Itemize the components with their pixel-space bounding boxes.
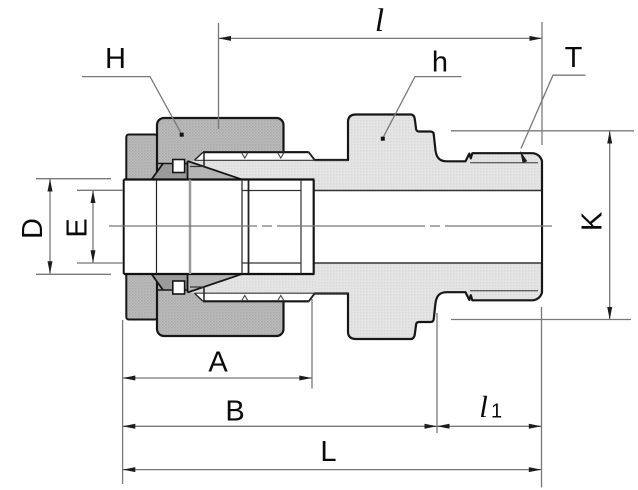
svg-text:l: l bbox=[479, 389, 488, 424]
svg-text:T: T bbox=[565, 42, 583, 74]
svg-text:1: 1 bbox=[491, 401, 502, 423]
svg-text:L: L bbox=[320, 436, 336, 468]
svg-text:l: l bbox=[375, 3, 384, 39]
svg-text:B: B bbox=[225, 396, 244, 428]
svg-text:E: E bbox=[62, 218, 94, 237]
svg-text:D: D bbox=[17, 218, 49, 239]
svg-text:H: H bbox=[105, 43, 126, 75]
svg-text:A: A bbox=[208, 347, 228, 379]
svg-text:h: h bbox=[432, 47, 448, 79]
svg-text:K: K bbox=[577, 211, 609, 231]
